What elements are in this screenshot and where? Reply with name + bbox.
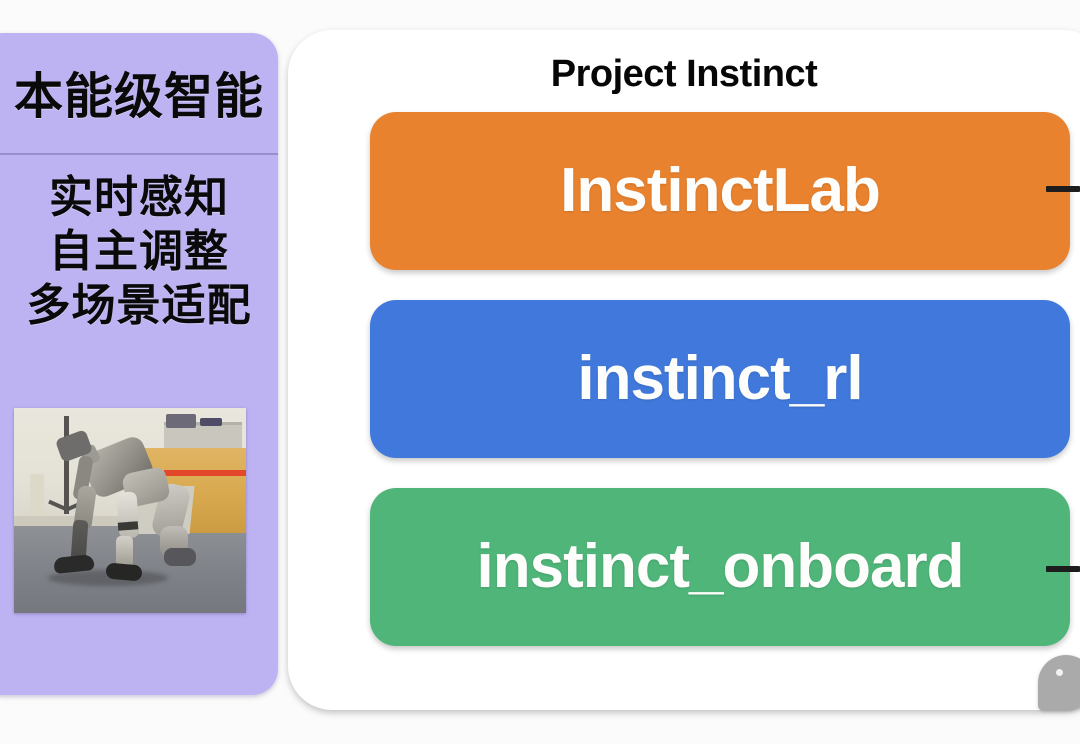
left-branch-title: 本能级智能 bbox=[13, 70, 264, 124]
node-instinctlab-label: InstinctLab bbox=[560, 156, 881, 225]
photo-canister bbox=[30, 474, 44, 516]
photo-shelf-item-a bbox=[166, 414, 196, 428]
left-branch-divider bbox=[0, 153, 278, 155]
humanoid-robot-lab-photo bbox=[14, 408, 246, 613]
photo-shelf-item-b bbox=[200, 418, 222, 426]
capability-list: 实时感知 自主调整 多场景适配 bbox=[0, 171, 278, 333]
capability-item-2: 自主调整 bbox=[49, 227, 229, 277]
node-instinct-rl[interactable]: instinct_rl bbox=[370, 300, 1070, 458]
left-branch-panel[interactable]: 本能级智能 实时感知 自主调整 多场景适配 bbox=[0, 33, 278, 695]
node-instinct-onboard[interactable]: instinct_onboard bbox=[370, 488, 1070, 646]
photo-cabinet-stripe bbox=[164, 470, 246, 476]
node-instinct-onboard-label: instinct_onboard bbox=[476, 532, 965, 601]
capability-item-1: 实时感知 bbox=[49, 173, 229, 222]
robot-rear-foot bbox=[164, 548, 196, 566]
robot-right-thigh bbox=[116, 491, 140, 539]
robot-right-thigh-band bbox=[117, 521, 139, 531]
robot-right-shin bbox=[116, 536, 133, 568]
page-title: Project Instinct bbox=[550, 53, 818, 95]
node-instinct-rl-label: instinct_rl bbox=[577, 344, 863, 413]
capability-item-3: 多场景适配 bbox=[26, 281, 252, 331]
project-instinct-card[interactable]: Project Instinct InstinctLab instinct_rl… bbox=[288, 30, 1080, 710]
robot-right-foot bbox=[105, 562, 143, 582]
photo-tripod-pole bbox=[64, 416, 69, 514]
connector-instinct-onboard bbox=[1046, 566, 1080, 572]
chat-bubble-dot bbox=[1056, 669, 1063, 676]
connector-instinctlab bbox=[1046, 186, 1080, 192]
chat-bubble-icon[interactable] bbox=[1038, 655, 1080, 711]
node-instinctlab[interactable]: InstinctLab bbox=[370, 112, 1070, 270]
